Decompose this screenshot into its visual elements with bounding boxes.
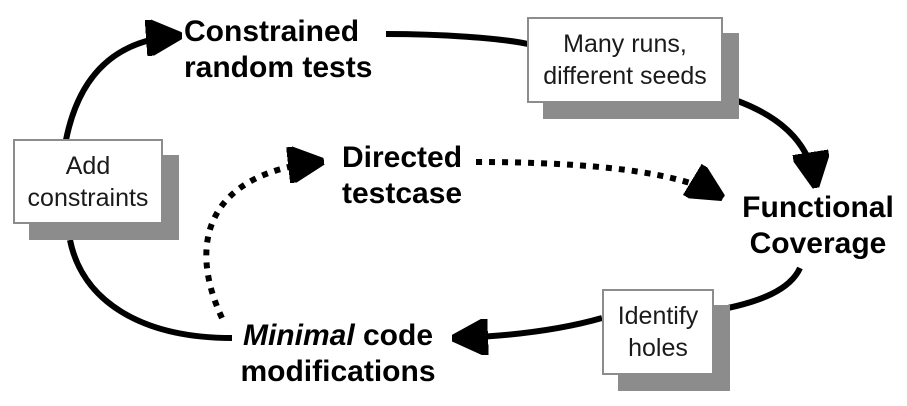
node-minimal-line1: Minimal code: [226, 318, 450, 354]
edge-add-constraints-to-constrained: [63, 36, 176, 141]
box-many-runs-line2: different seeds: [543, 62, 707, 90]
edge-many-runs-to-coverage: [733, 97, 815, 182]
box-identify-holes-panel: Identify holes: [602, 289, 714, 375]
edge-minimal-to-directed-dotted: [203, 162, 318, 320]
box-identify-holes: Identify holes: [602, 289, 730, 391]
node-functional-coverage: Functional Coverage: [730, 190, 906, 262]
node-minimal-line2: modifications: [240, 355, 436, 388]
box-add-constraints: Add constraints: [13, 139, 179, 240]
box-add-constraints-line1: Add: [65, 151, 111, 180]
box-add-constraints-panel: Add constraints: [13, 139, 163, 224]
node-constrained-line1: Constrained: [184, 15, 360, 48]
box-many-runs-line1: Many runs,: [563, 30, 687, 58]
node-minimal-code-modifications: Minimal code modifications: [226, 318, 450, 390]
edge-identify-holes-to-minimal: [458, 315, 603, 338]
edge-coverage-to-identify-holes: [717, 266, 803, 313]
node-minimal-line1-rest: code: [354, 319, 434, 352]
box-identify-holes-line2: holes: [628, 334, 688, 362]
edge-minimal-to-add-constraints: [67, 239, 233, 341]
node-directed-line2: testcase: [342, 177, 463, 210]
node-directed-line1: Directed: [342, 141, 463, 174]
node-coverage-line2: Coverage: [749, 227, 887, 260]
edge-constrained-to-many-runs: [385, 31, 529, 47]
box-add-constraints-line2: constraints: [27, 183, 149, 212]
node-directed-testcase: Directed testcase: [342, 140, 462, 212]
edge-directed-to-coverage-dotted: [475, 159, 718, 195]
box-identify-holes-line1: Identify: [617, 302, 699, 330]
node-coverage-line1: Functional: [742, 191, 894, 224]
box-many-runs-panel: Many runs, different seeds: [527, 17, 723, 103]
box-many-runs: Many runs, different seeds: [527, 17, 739, 119]
node-constrained-line2: random tests: [184, 51, 373, 84]
node-minimal-emphasis: Minimal: [242, 319, 355, 352]
node-constrained-random-tests: Constrained random tests: [184, 14, 372, 86]
